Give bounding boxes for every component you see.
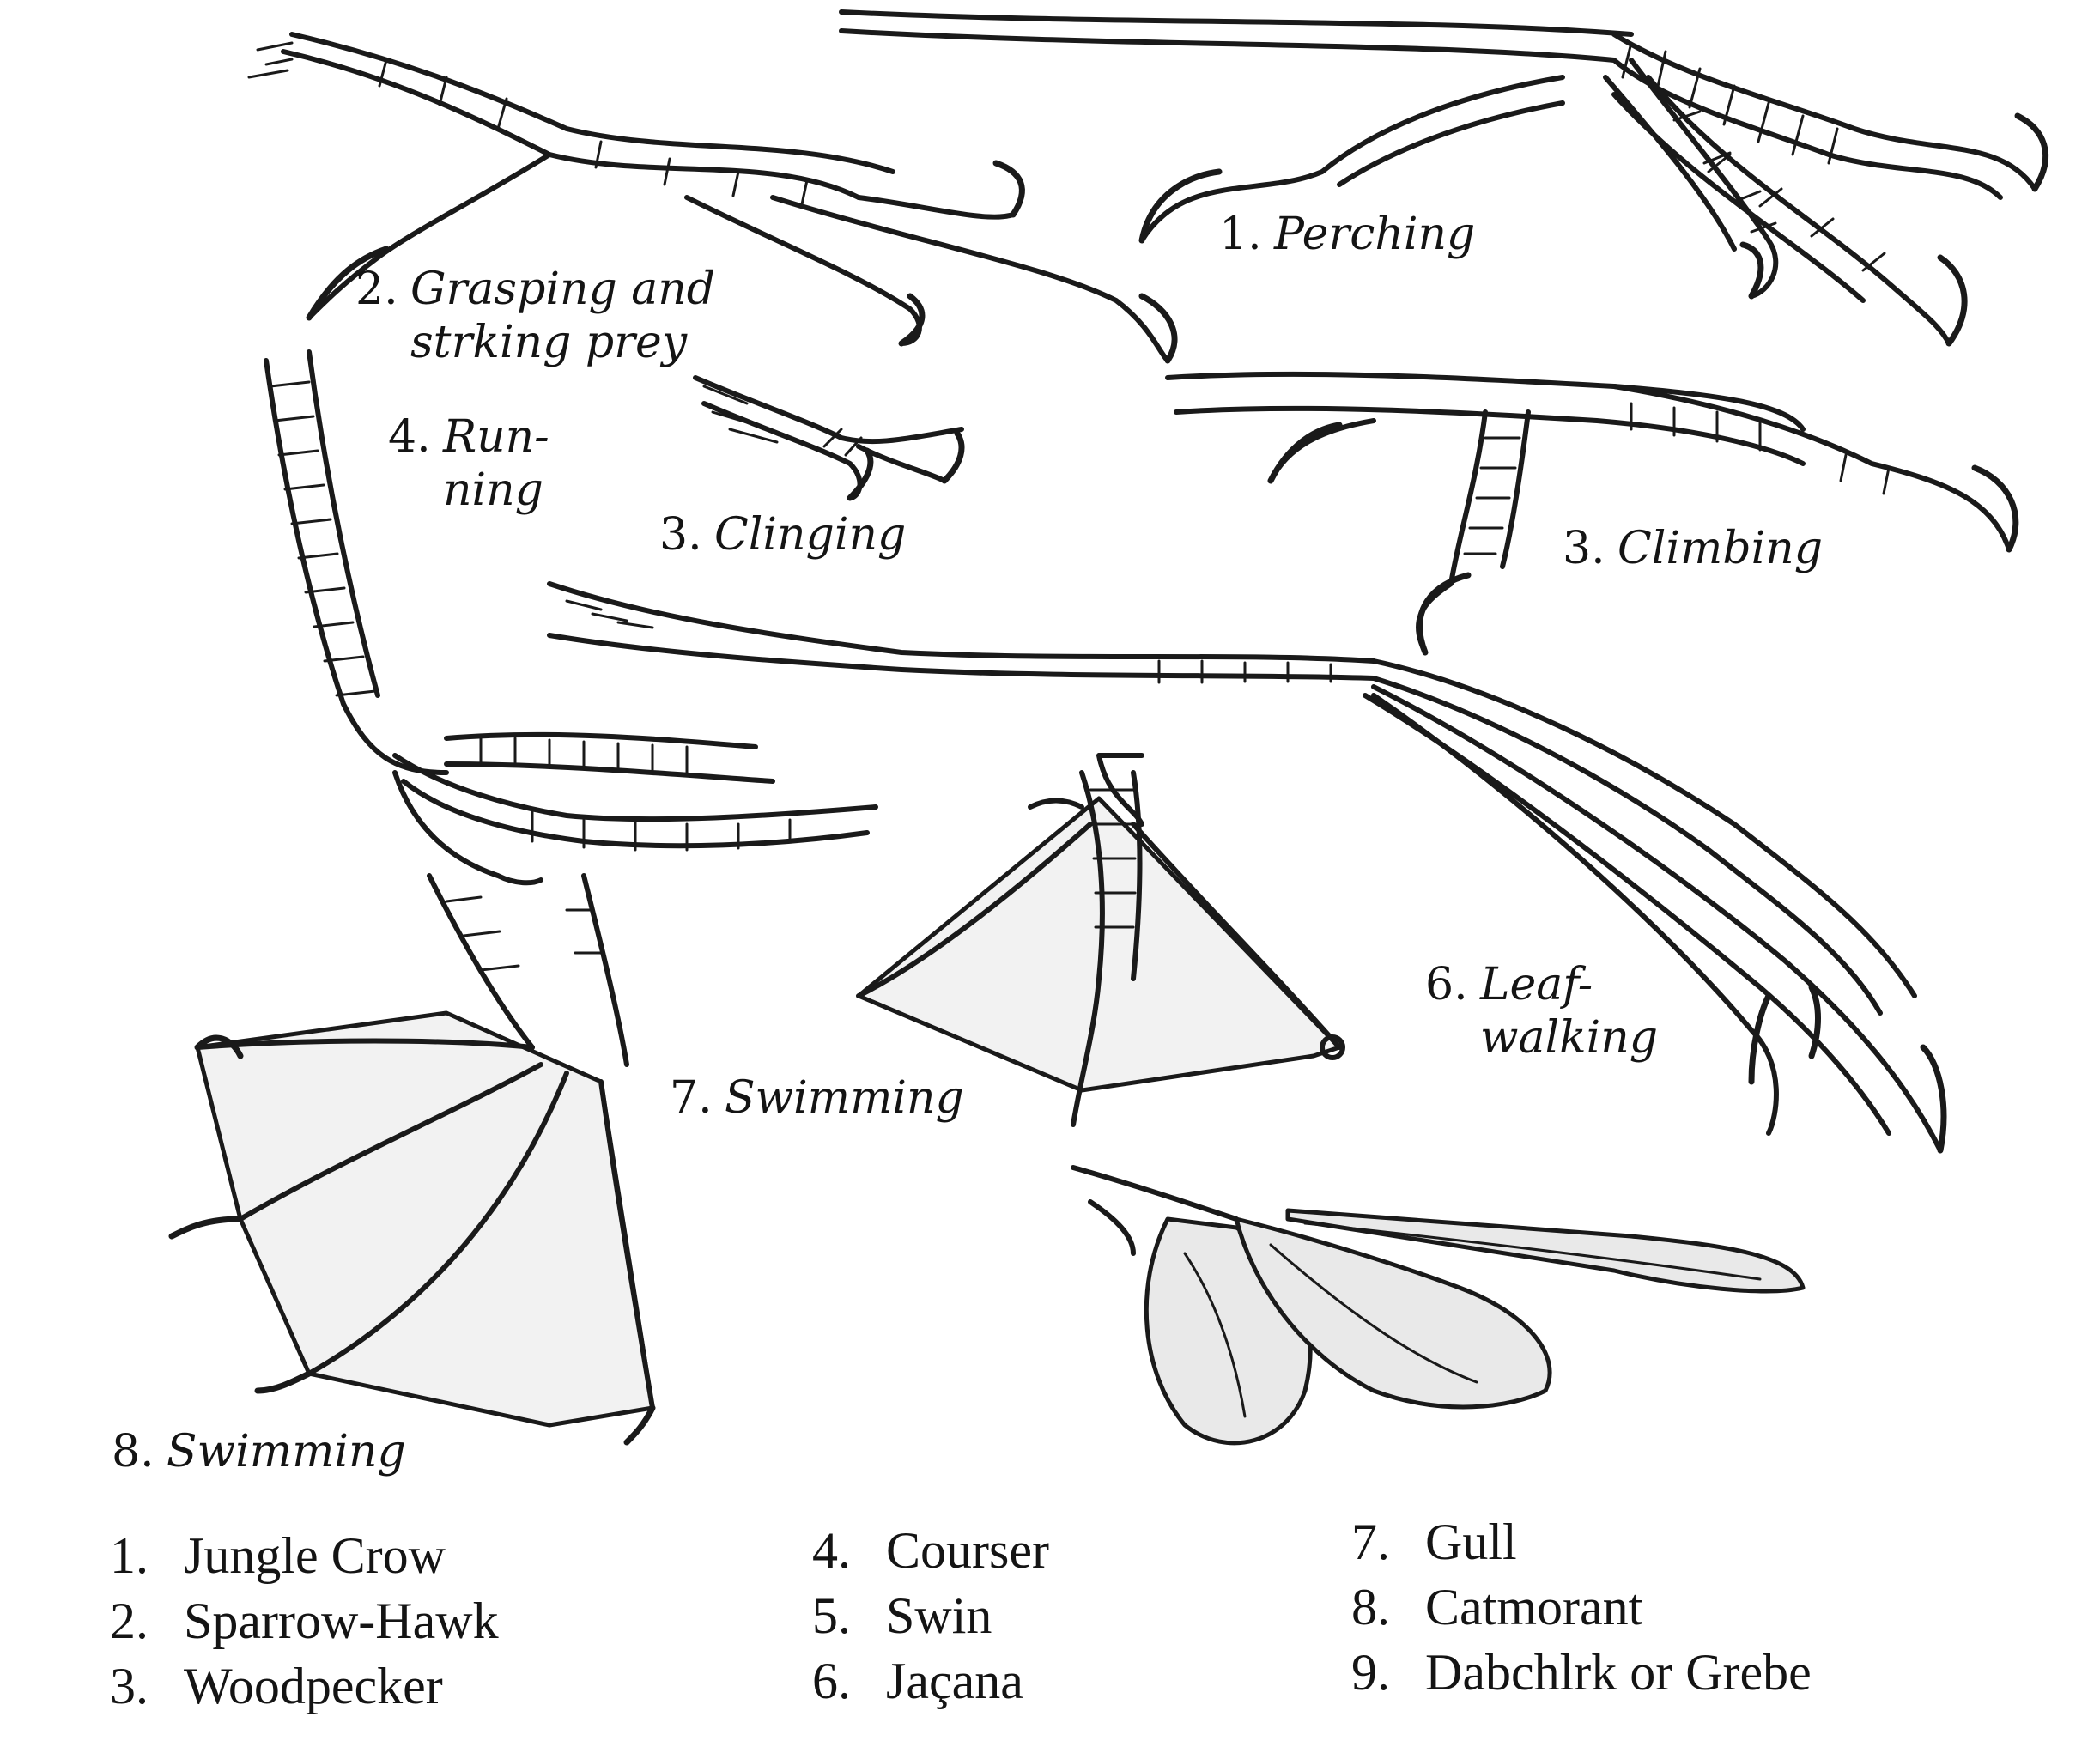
caption-text: Perching [1274, 209, 1476, 260]
legend-item: 2. Sparrow-Hawk [110, 1588, 499, 1653]
caption-number: 3. [659, 509, 702, 561]
legend-species: Dabchlrk or Grebe [1425, 1644, 1812, 1701]
legend-species: Courser [886, 1522, 1049, 1579]
legend-number: 9. [1351, 1644, 1390, 1701]
caption-text: Swimming [167, 1426, 406, 1477]
caption-text: Clinging [714, 509, 907, 561]
legend-item: 1. Jungle Crow [110, 1523, 499, 1588]
caption-clinging: 3.Clinging [659, 508, 906, 561]
legend-item: 8. Catmorant [1351, 1574, 1812, 1640]
legend-species: Jungle Crow [184, 1527, 446, 1584]
legend-item: 3. Woodpecker [110, 1653, 499, 1719]
legend-species: Gull [1425, 1514, 1517, 1570]
legend-item: 9. Dabchlrk or Grebe [1351, 1640, 1812, 1705]
caption-text: Swimming [725, 1072, 964, 1124]
legend-number: 6. [812, 1653, 851, 1709]
legend-number: 7. [1351, 1514, 1390, 1570]
caption-perching: 1.Perching [1219, 208, 1475, 261]
legend-number: 8. [1351, 1579, 1390, 1635]
caption-grasping: 2.Grasping and strking prey [355, 263, 715, 369]
caption-text-line2: strking prey [410, 317, 688, 368]
legend-number: 2. [110, 1592, 149, 1649]
leaf-walking-foot-drawing [547, 581, 1947, 1154]
legend-item: 4. Courser [812, 1518, 1049, 1583]
caption-text: Run- [443, 411, 549, 463]
legend-column-3: 7. Gull 8. Catmorant 9. Dabchlrk or Grebe [1351, 1509, 1812, 1705]
clinging-foot-drawing [693, 375, 965, 501]
legend-species: Catmorant [1425, 1579, 1643, 1635]
legend-species: Jaçana [886, 1653, 1023, 1709]
caption-text: Climbing [1617, 523, 1824, 574]
caption-swimming-8: 8.Swimming [112, 1425, 406, 1478]
caption-number: 4. [388, 411, 431, 463]
legend-number: 3. [110, 1658, 149, 1714]
caption-number: 6. [1425, 959, 1468, 1010]
caption-text: Grasping and [410, 264, 716, 315]
lobed-foot-drawing [1071, 1165, 1806, 1446]
legend-number: 5. [812, 1587, 851, 1644]
legend-item: 7. Gull [1351, 1509, 1812, 1574]
running-foot-drawing [264, 349, 878, 886]
caption-number: 7. [670, 1072, 713, 1124]
legend-column-1: 1. Jungle Crow 2. Sparrow-Hawk 3. Woodpecke… [110, 1523, 499, 1719]
legend-item: 6. Jaçana [812, 1648, 1049, 1714]
climbing-foot-drawing [1165, 371, 2019, 656]
caption-swimming-7: 7.Swimming [670, 1071, 964, 1125]
legend-species: Woodpecker [184, 1658, 443, 1714]
legend-item: 5. Swin [812, 1583, 1049, 1648]
legend-number: 4. [812, 1522, 851, 1579]
legend-species: Swin [886, 1587, 992, 1644]
caption-leaf-walking: 6.Leaf- walking [1425, 958, 1658, 1065]
caption-number: 1. [1219, 209, 1262, 260]
webbed-foot-drawing [856, 753, 1345, 1127]
caption-climbing: 3.Climbing [1563, 522, 1823, 575]
caption-number: 8. [112, 1426, 155, 1477]
grasping-foot-drawing [247, 32, 1178, 364]
perching-foot-drawing [839, 9, 2049, 347]
legend-species: Sparrow-Hawk [184, 1592, 499, 1649]
caption-number: 3. [1563, 523, 1605, 574]
caption-text-line2: walking [1480, 1012, 1659, 1064]
caption-running: 4.Run- ning [388, 410, 549, 517]
totipalmate-foot-drawing [168, 873, 656, 1446]
legend-number: 1. [110, 1527, 149, 1584]
caption-number: 2. [355, 264, 398, 315]
legend-column-2: 4. Courser 5. Swin 6. Jaçana [812, 1518, 1049, 1714]
caption-text: Leaf- [1480, 959, 1593, 1010]
caption-text-line2: ning [443, 464, 543, 516]
